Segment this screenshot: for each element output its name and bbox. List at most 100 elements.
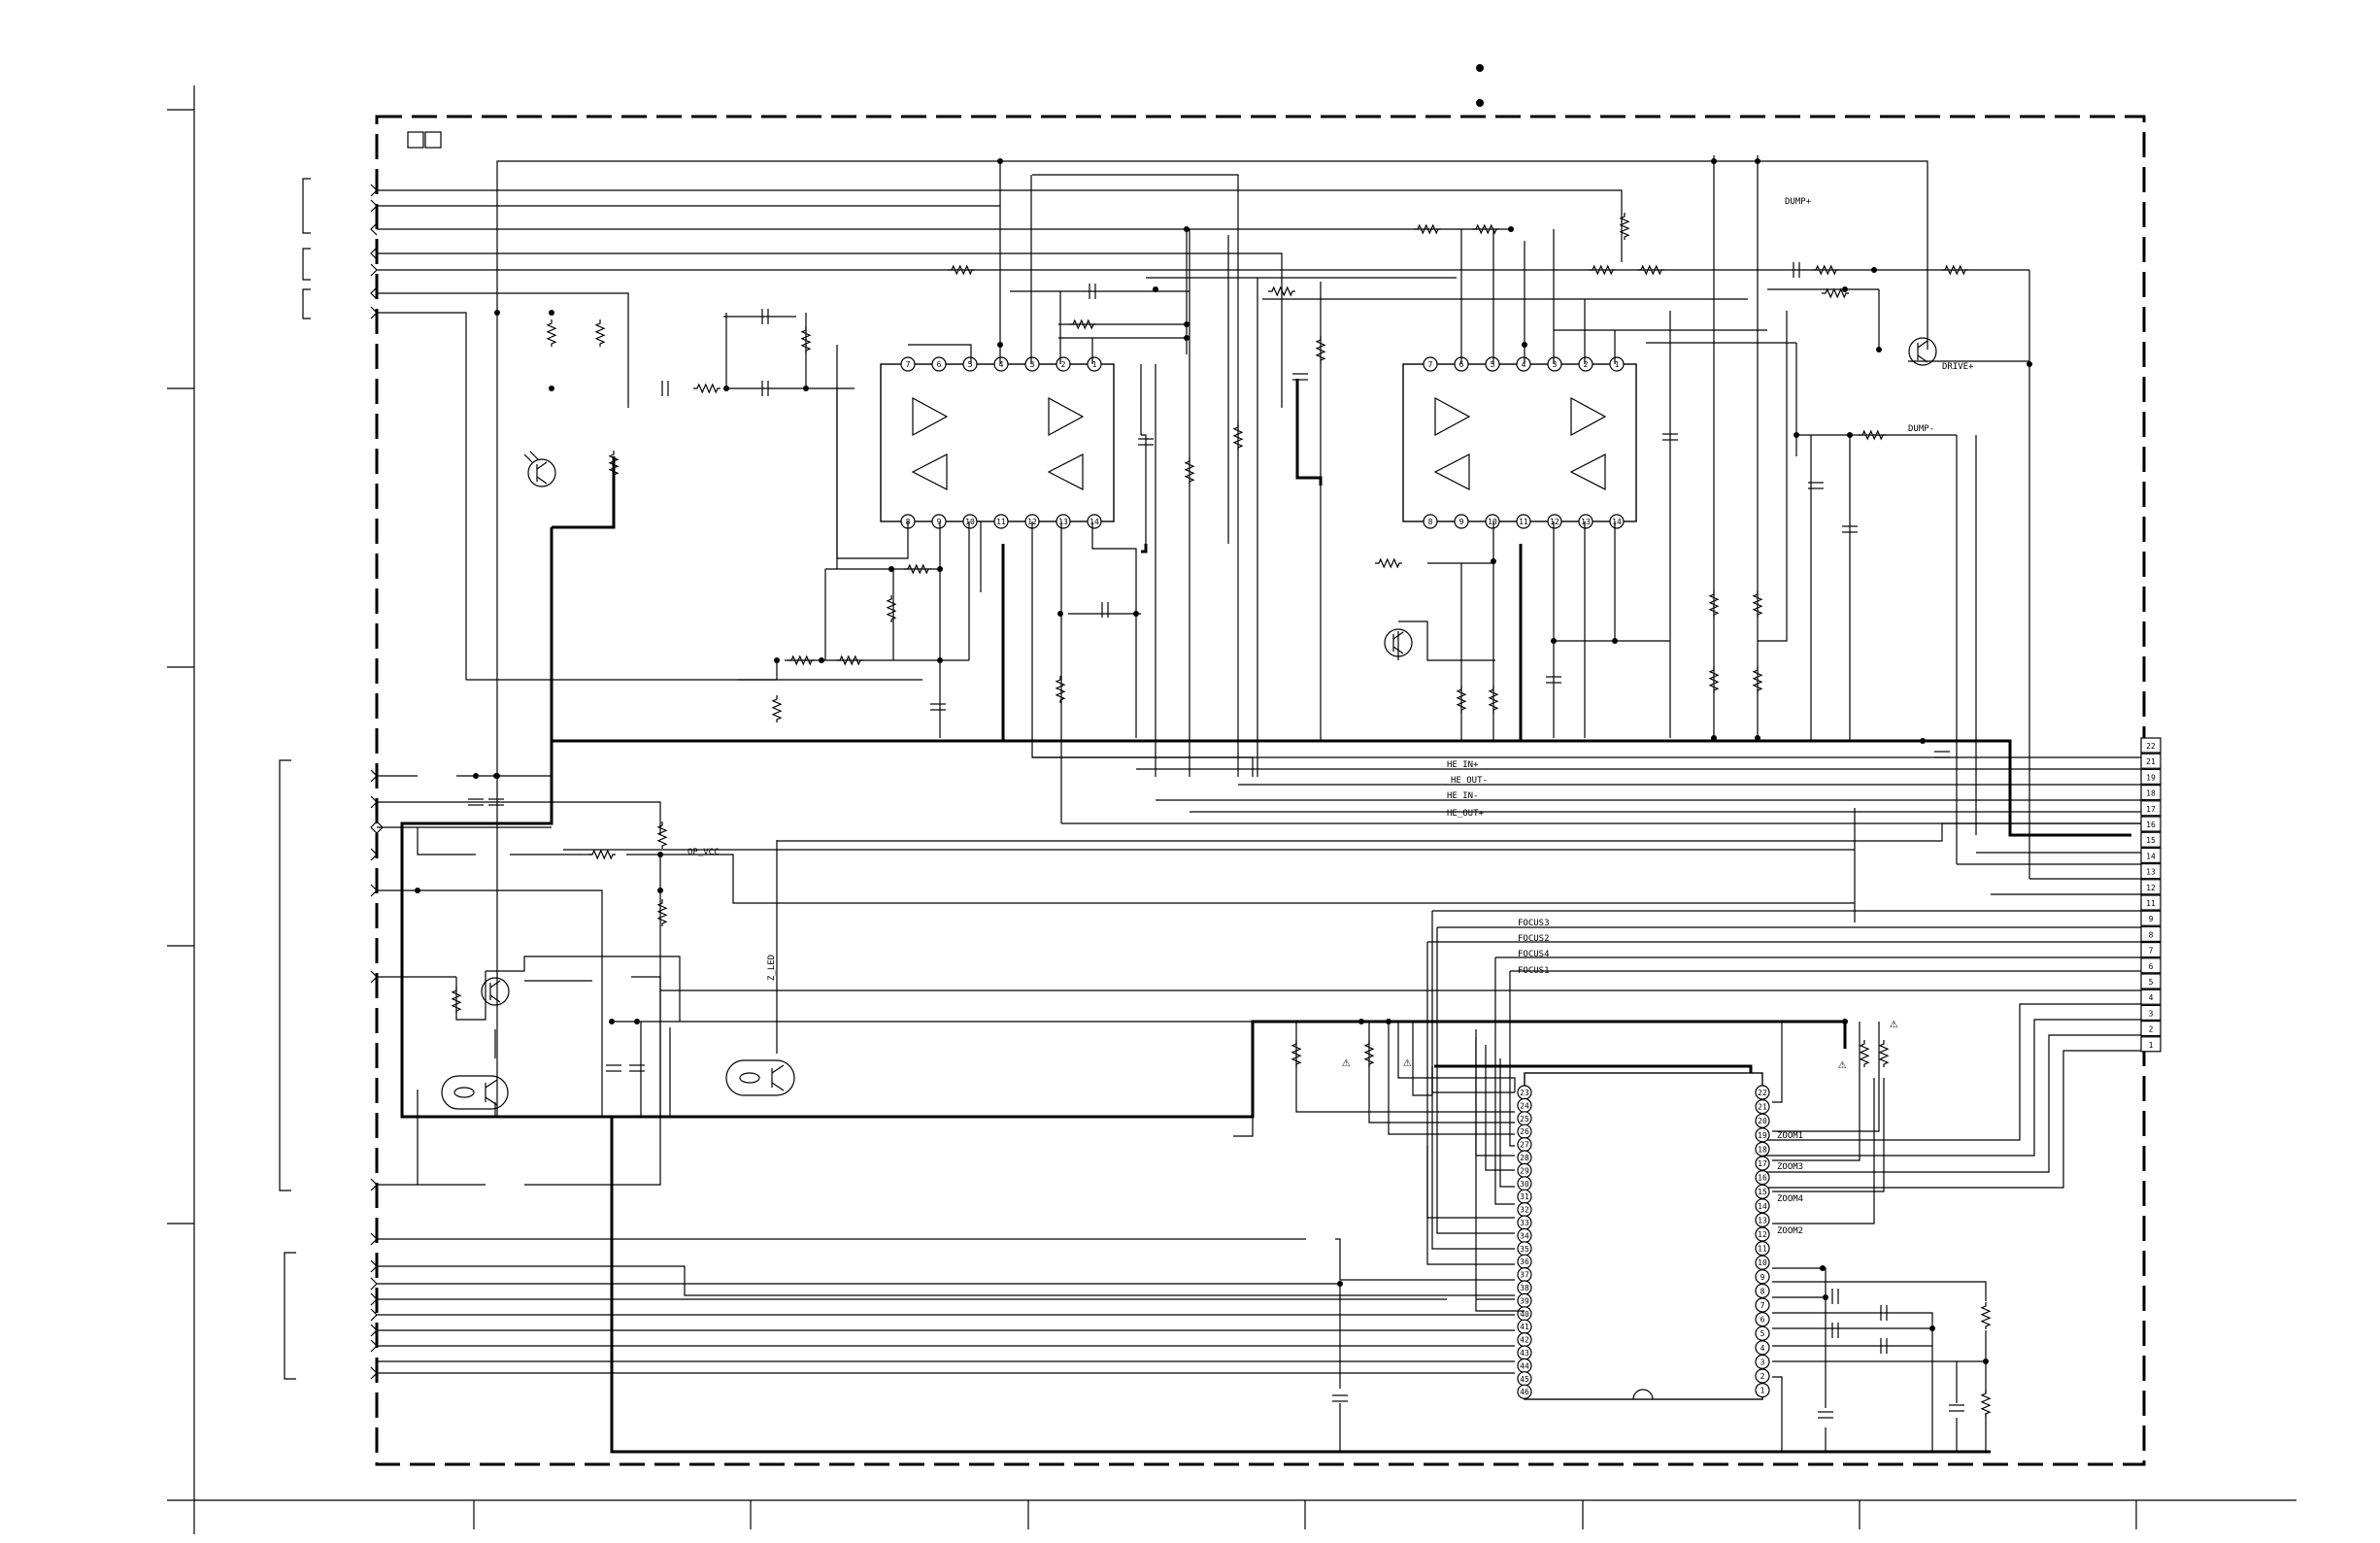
svg-text:12: 12 bbox=[1550, 518, 1559, 526]
driver-pin-23: 23 bbox=[1517, 1085, 1532, 1100]
connector-pin-22: 22 bbox=[2140, 737, 2162, 754]
svg-text:8: 8 bbox=[2149, 930, 2154, 939]
capacitor bbox=[629, 1064, 645, 1072]
junction-dot bbox=[1793, 432, 1799, 438]
capacitor bbox=[930, 703, 946, 711]
svg-text:2: 2 bbox=[1760, 1372, 1765, 1381]
connector-pin-3: 3 bbox=[2140, 1004, 2162, 1022]
svg-text:16: 16 bbox=[2146, 821, 2156, 829]
junction-dot bbox=[609, 1019, 615, 1024]
driver-pin-38: 38 bbox=[1517, 1280, 1532, 1295]
resistor bbox=[771, 695, 783, 722]
svg-text:4: 4 bbox=[1760, 1344, 1765, 1353]
driver-pin-27: 27 bbox=[1517, 1136, 1532, 1153]
svg-text:12: 12 bbox=[2146, 884, 2156, 892]
svg-text:7: 7 bbox=[906, 360, 911, 369]
driver-pin-42: 42 bbox=[1517, 1331, 1532, 1348]
resistor bbox=[1055, 676, 1066, 703]
opamp-pin-6: 6 bbox=[931, 356, 947, 372]
svg-text:42: 42 bbox=[1520, 1336, 1529, 1345]
resistor bbox=[656, 822, 668, 849]
connector-pin-14: 14 bbox=[2140, 847, 2162, 864]
svg-text:22: 22 bbox=[2146, 742, 2156, 751]
label-focus2: FOCUS2 bbox=[1518, 934, 1550, 944]
label-dump-minus: DUMP- bbox=[1908, 424, 1934, 434]
junction-dot bbox=[549, 386, 554, 391]
opamp-pin-5: 5 bbox=[962, 356, 978, 372]
svg-text:6: 6 bbox=[1760, 1316, 1765, 1325]
connector-pin-19: 19 bbox=[2140, 768, 2162, 786]
label-zoom1: ZOOM1 bbox=[1777, 1131, 1803, 1141]
svg-text:4: 4 bbox=[999, 360, 1004, 369]
resistor bbox=[1859, 1040, 1870, 1067]
driver-pin-32: 32 bbox=[1517, 1201, 1532, 1218]
junction-dot bbox=[1612, 638, 1618, 644]
resistor bbox=[546, 319, 557, 347]
svg-text:22: 22 bbox=[1758, 1089, 1767, 1097]
connector-pin-9: 9 bbox=[2140, 910, 2162, 926]
junction-dot bbox=[888, 566, 894, 572]
resistor bbox=[1363, 1040, 1375, 1067]
junction-dot bbox=[657, 852, 663, 857]
opamp-pin-1: 1 bbox=[1087, 356, 1102, 372]
svg-text:18: 18 bbox=[2146, 789, 2156, 798]
connector-pin-15: 15 bbox=[2140, 831, 2162, 848]
junction-dot bbox=[493, 773, 499, 779]
opamp-pin-9: 9 bbox=[931, 514, 947, 529]
resistor bbox=[886, 595, 897, 622]
warning-icon-3: ⚠ bbox=[1838, 1057, 1847, 1072]
board-outline bbox=[375, 115, 2146, 1466]
connector-pin-5: 5 bbox=[2140, 973, 2162, 990]
opamp-pin-7: 7 bbox=[1423, 356, 1438, 372]
junction-dot bbox=[1551, 638, 1557, 644]
resistor bbox=[1472, 223, 1499, 235]
page-frame bbox=[167, 85, 2296, 1534]
resistor bbox=[1414, 223, 1441, 235]
svg-text:37: 37 bbox=[1520, 1271, 1529, 1280]
resistor bbox=[451, 987, 462, 1014]
ground-bus bbox=[400, 379, 2131, 1454]
junction-dot bbox=[997, 342, 1003, 348]
svg-text:46: 46 bbox=[1520, 1388, 1529, 1396]
warning-icon-4: ⚠ bbox=[1890, 1016, 1898, 1031]
label-dump-plus: DUMP+ bbox=[1785, 197, 1812, 207]
connector-pin-2: 2 bbox=[2140, 1020, 2162, 1037]
capacitor bbox=[1662, 433, 1678, 441]
driver-pin-4: 4 bbox=[1755, 1340, 1770, 1356]
driver-pin-31: 31 bbox=[1517, 1189, 1532, 1204]
driver-pin-15: 15 bbox=[1755, 1184, 1770, 1199]
driver-pin-16: 16 bbox=[1755, 1169, 1770, 1186]
label-he-in-minus: HE_IN- bbox=[1447, 791, 1479, 801]
junction-dot bbox=[774, 657, 780, 663]
svg-text:11: 11 bbox=[1758, 1245, 1767, 1254]
junction-dot bbox=[2027, 361, 2032, 367]
connector-pin-4: 4 bbox=[2140, 989, 2162, 1005]
driver-pin-14: 14 bbox=[1755, 1198, 1770, 1214]
svg-text:44: 44 bbox=[1520, 1361, 1529, 1370]
opamp-pin-5: 5 bbox=[1485, 356, 1500, 372]
junction-dot bbox=[803, 386, 809, 391]
connector-pin-18: 18 bbox=[2140, 784, 2162, 801]
junction-dots bbox=[415, 158, 2032, 1364]
label-he-out-plus: HE_OUT+ bbox=[1447, 809, 1485, 819]
opamp-pin-4: 4 bbox=[993, 356, 1009, 372]
driver-pin-24: 24 bbox=[1517, 1097, 1532, 1114]
junction-dot bbox=[1133, 611, 1139, 617]
label-zoom2: ZOOM2 bbox=[1777, 1226, 1803, 1236]
svg-text:1: 1 bbox=[1092, 360, 1097, 369]
svg-text:15: 15 bbox=[1758, 1188, 1767, 1196]
resistor bbox=[1822, 287, 1849, 299]
svg-text:13: 13 bbox=[1058, 518, 1068, 526]
svg-text:4: 4 bbox=[2149, 993, 2154, 1002]
resistors bbox=[451, 213, 1992, 1417]
driver-pin-41: 41 bbox=[1517, 1319, 1532, 1334]
junction-dot bbox=[1983, 1359, 1989, 1364]
connector-pin-11: 11 bbox=[2140, 894, 2162, 911]
junction-dot bbox=[1711, 735, 1717, 741]
photo-interrupter-2 bbox=[725, 1059, 795, 1096]
svg-text:10: 10 bbox=[1488, 518, 1497, 526]
svg-text:5: 5 bbox=[1760, 1329, 1765, 1338]
driver-pin-11: 11 bbox=[1755, 1240, 1770, 1257]
